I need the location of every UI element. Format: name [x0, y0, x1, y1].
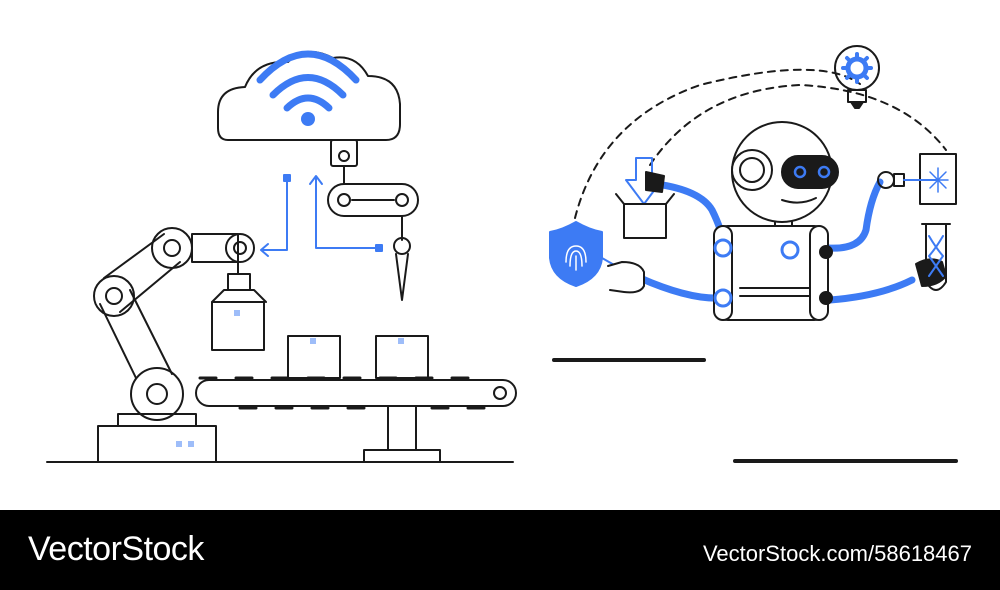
box-download-icon [615, 157, 675, 239]
conveyor-belt-icon [195, 335, 517, 463]
footer-bar: VectorStock VectorStock.com/58618467 [0, 510, 1000, 590]
dna-test-tube-icon [921, 223, 951, 291]
robot-icon [607, 121, 947, 321]
shield-fingerprint-icon [549, 221, 617, 287]
laser-device-icon [877, 153, 957, 205]
lightbulb-gear-icon [834, 45, 880, 109]
robotic-arm-icon [93, 227, 267, 463]
illustration [46, 45, 958, 463]
image-id: VectorStock.com/58618467 [702, 541, 972, 566]
wifi-cloud-icon [217, 50, 401, 141]
hanging-tool-icon [327, 139, 419, 301]
brand-logo: VectorStock [28, 530, 204, 568]
